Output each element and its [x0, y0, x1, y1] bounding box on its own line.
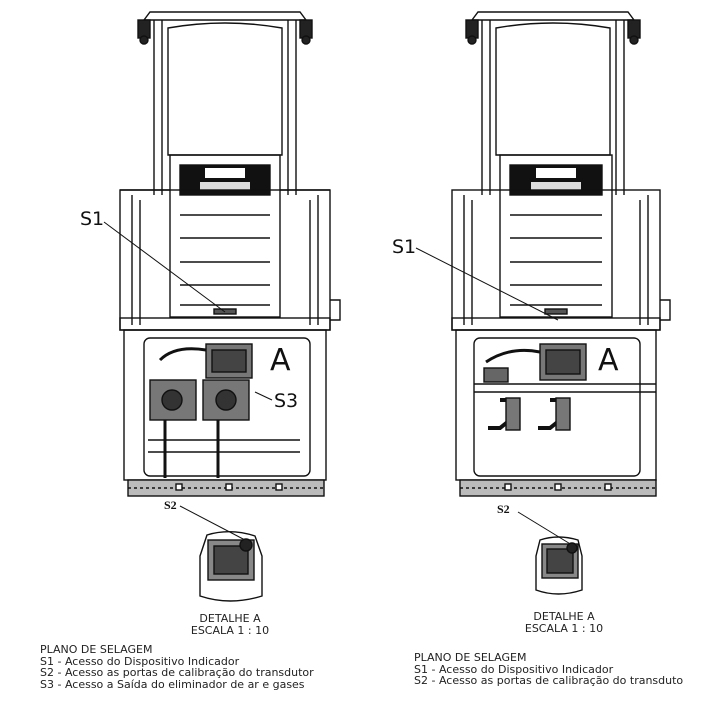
base-grill [127, 479, 325, 497]
callout-a: A [598, 343, 619, 378]
column [153, 20, 297, 195]
detail-a-title: DETALHE A [533, 610, 595, 623]
detail-a-title: DETALHE A [199, 612, 261, 625]
legend-item-s2: S2 - Acesso as portas de calibração do t… [414, 674, 684, 687]
right-dispenser-view: S1 A S2 DETALHE A ESCALA 1 : 10 PLANO DE… [360, 0, 720, 712]
legend-item-s2: S2 - Acesso as portas de calibração do t… [40, 666, 314, 679]
left-dispenser-drawing [103, 11, 341, 602]
legend-item-s3: S3 - Acesso a Saída do eliminador de ar … [40, 677, 305, 691]
display-head [169, 154, 281, 318]
detail-a-caption: DETALHE A ESCALA 1 : 10 [170, 613, 290, 637]
detail-a-scale: ESCALA 1 : 10 [524, 622, 604, 635]
leader-lines [103, 221, 273, 541]
cabinet [119, 189, 341, 331]
base-grill [459, 479, 657, 497]
sealing-plan-legend: PLANO DE SELAGEM S1 - Acesso do Disposit… [40, 644, 314, 690]
legend-title: PLANO DE SELAGEM [414, 651, 527, 664]
detail-a-caption: DETALHE A ESCALA 1 : 10 [504, 611, 624, 635]
legend-item-s1: S1 - Acesso do Dispositivo Indicador [414, 662, 614, 676]
top-handle [465, 11, 641, 45]
detail-a-view [535, 536, 583, 595]
column [481, 20, 625, 195]
callout-s2: S2 [497, 502, 510, 516]
hydraulic-compartment [455, 329, 657, 481]
detail-a-scale: ESCALA 1 : 10 [190, 624, 270, 637]
sealing-plan-legend: PLANO DE SELAGEM S1 - Acesso do Disposit… [414, 652, 683, 687]
hydraulic-compartment [123, 329, 327, 481]
legend-item-s1: S1 - Acesso do Dispositivo Indicador [40, 654, 240, 668]
top-handle [137, 11, 313, 45]
left-dispenser-view: S1 A S3 S2 DETALHE A ESCALA 1 : 10 PLANO… [40, 11, 341, 690]
legend-title: PLANO DE SELAGEM [40, 643, 153, 656]
callout-s1: S1 [80, 208, 105, 230]
callout-s1: S1 [392, 236, 417, 258]
callout-s3: S3 [274, 390, 299, 412]
display-head [499, 154, 613, 318]
right-dispenser-drawing [415, 11, 671, 595]
callout-a: A [270, 343, 291, 378]
callout-s2: S2 [164, 498, 177, 512]
leader-lines [415, 247, 573, 546]
detail-a-view [199, 531, 263, 602]
